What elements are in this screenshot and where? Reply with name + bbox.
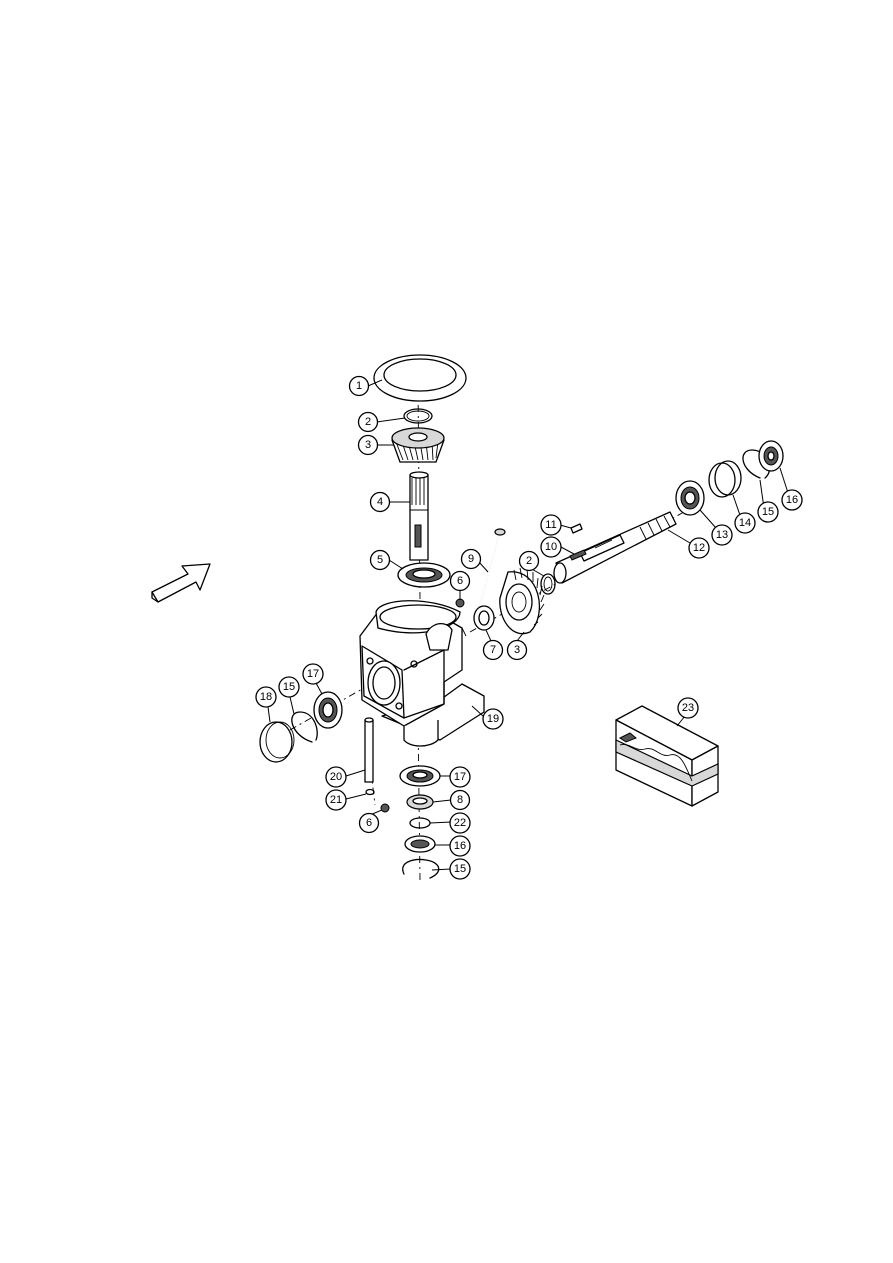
callout-9: 9 [460,548,482,570]
callout-17: 17 [302,663,324,685]
part-16-seal-bottom [404,835,436,853]
svg-text:12: 12 [693,542,705,554]
callout-21: 21 [325,789,347,811]
part-1-cover-seal [373,354,467,402]
svg-text:5: 5 [377,554,383,566]
callout-14: 14 [734,512,756,534]
callout-6-b: 6 [358,812,380,834]
callout-19: 19 [482,708,504,730]
part-7-washer [473,605,495,631]
part-19-gearbox-housing [359,600,485,747]
svg-text:15: 15 [454,863,466,875]
callout-22: 22 [449,812,471,834]
part-10-key [569,549,587,561]
svg-text:6: 6 [457,575,463,587]
callout-15-b: 15 [278,676,300,698]
svg-text:17: 17 [454,771,466,783]
part-2-snap-ring [403,408,433,424]
part-18-cap [259,721,295,763]
callout-2-b: 2 [518,550,540,572]
svg-text:16: 16 [454,840,466,852]
callout-11: 11 [540,514,562,536]
part-15-circlip-left [291,711,318,743]
callout-13: 13 [711,524,733,546]
part-4-pinion-shaft [409,471,429,561]
callout-5: 5 [369,549,391,571]
callout-1: 1 [348,375,370,397]
callout-4: 4 [369,491,391,513]
part-2-snap-ring-side [540,573,556,595]
svg-text:17: 17 [307,668,319,680]
part-3-bevel-gear [391,427,445,463]
part-9-bolt [477,528,506,613]
svg-text:3: 3 [514,644,520,656]
callout-16: 16 [781,489,803,511]
svg-text:15: 15 [762,506,774,518]
svg-text:2: 2 [365,416,371,428]
part-6-plug [455,598,465,608]
svg-text:20: 20 [330,771,342,783]
svg-text:22: 22 [454,817,466,829]
part-15-circlip-bottom [402,858,440,879]
callout-6: 6 [449,570,471,592]
svg-text:15: 15 [283,681,295,693]
callout-15: 15 [757,501,779,523]
svg-text:14: 14 [739,517,751,529]
callout-8: 8 [449,789,471,811]
callout-10: 10 [540,536,562,558]
part-6-plug-bottom [380,803,390,813]
svg-text:11: 11 [545,519,556,531]
svg-text:3: 3 [365,439,371,451]
callout-3: 3 [357,434,379,456]
svg-text:19: 19 [487,713,499,725]
svg-text:6: 6 [366,817,372,829]
part-23-kit-box [615,705,719,807]
part-5-bearing [397,562,451,588]
callout-17-b: 17 [449,766,471,788]
svg-text:9: 9 [468,553,474,565]
svg-text:8: 8 [457,794,463,806]
direction-arrow-icon [151,563,211,603]
part-22-snap-ring [409,817,431,829]
callout-23: 23 [677,697,699,719]
callout-15-c: 15 [449,858,471,880]
callout-7: 7 [482,639,504,661]
part-13-bearing [675,480,705,516]
part-14-shim [708,460,742,498]
part-11-key [570,523,583,534]
svg-text:7: 7 [490,644,496,656]
callout-20: 20 [325,766,347,788]
svg-text:16: 16 [786,494,798,506]
svg-text:10: 10 [545,541,557,553]
svg-text:18: 18 [260,691,272,703]
part-8-seal [406,794,434,810]
assembly-axis-lines [289,387,701,881]
part-20-pin [364,717,374,783]
callout-16-b: 16 [449,835,471,857]
svg-text:2: 2 [526,555,532,567]
part-3-bevel-gear-side [499,567,545,635]
part-12-input-shaft [553,511,677,584]
part-17-bearing-bottom [399,765,441,787]
svg-text:21: 21 [330,794,342,806]
callout-3-b: 3 [506,639,528,661]
part-16-seal [758,440,784,472]
svg-text:13: 13 [716,529,728,541]
callout-12: 12 [688,537,710,559]
callout-18: 18 [255,686,277,708]
part-17-bearing-left [313,691,343,729]
svg-text:1: 1 [356,380,362,392]
svg-text:4: 4 [377,496,383,508]
callout-2: 2 [357,411,379,433]
part-21-ring [365,788,375,796]
svg-text:23: 23 [682,702,694,714]
